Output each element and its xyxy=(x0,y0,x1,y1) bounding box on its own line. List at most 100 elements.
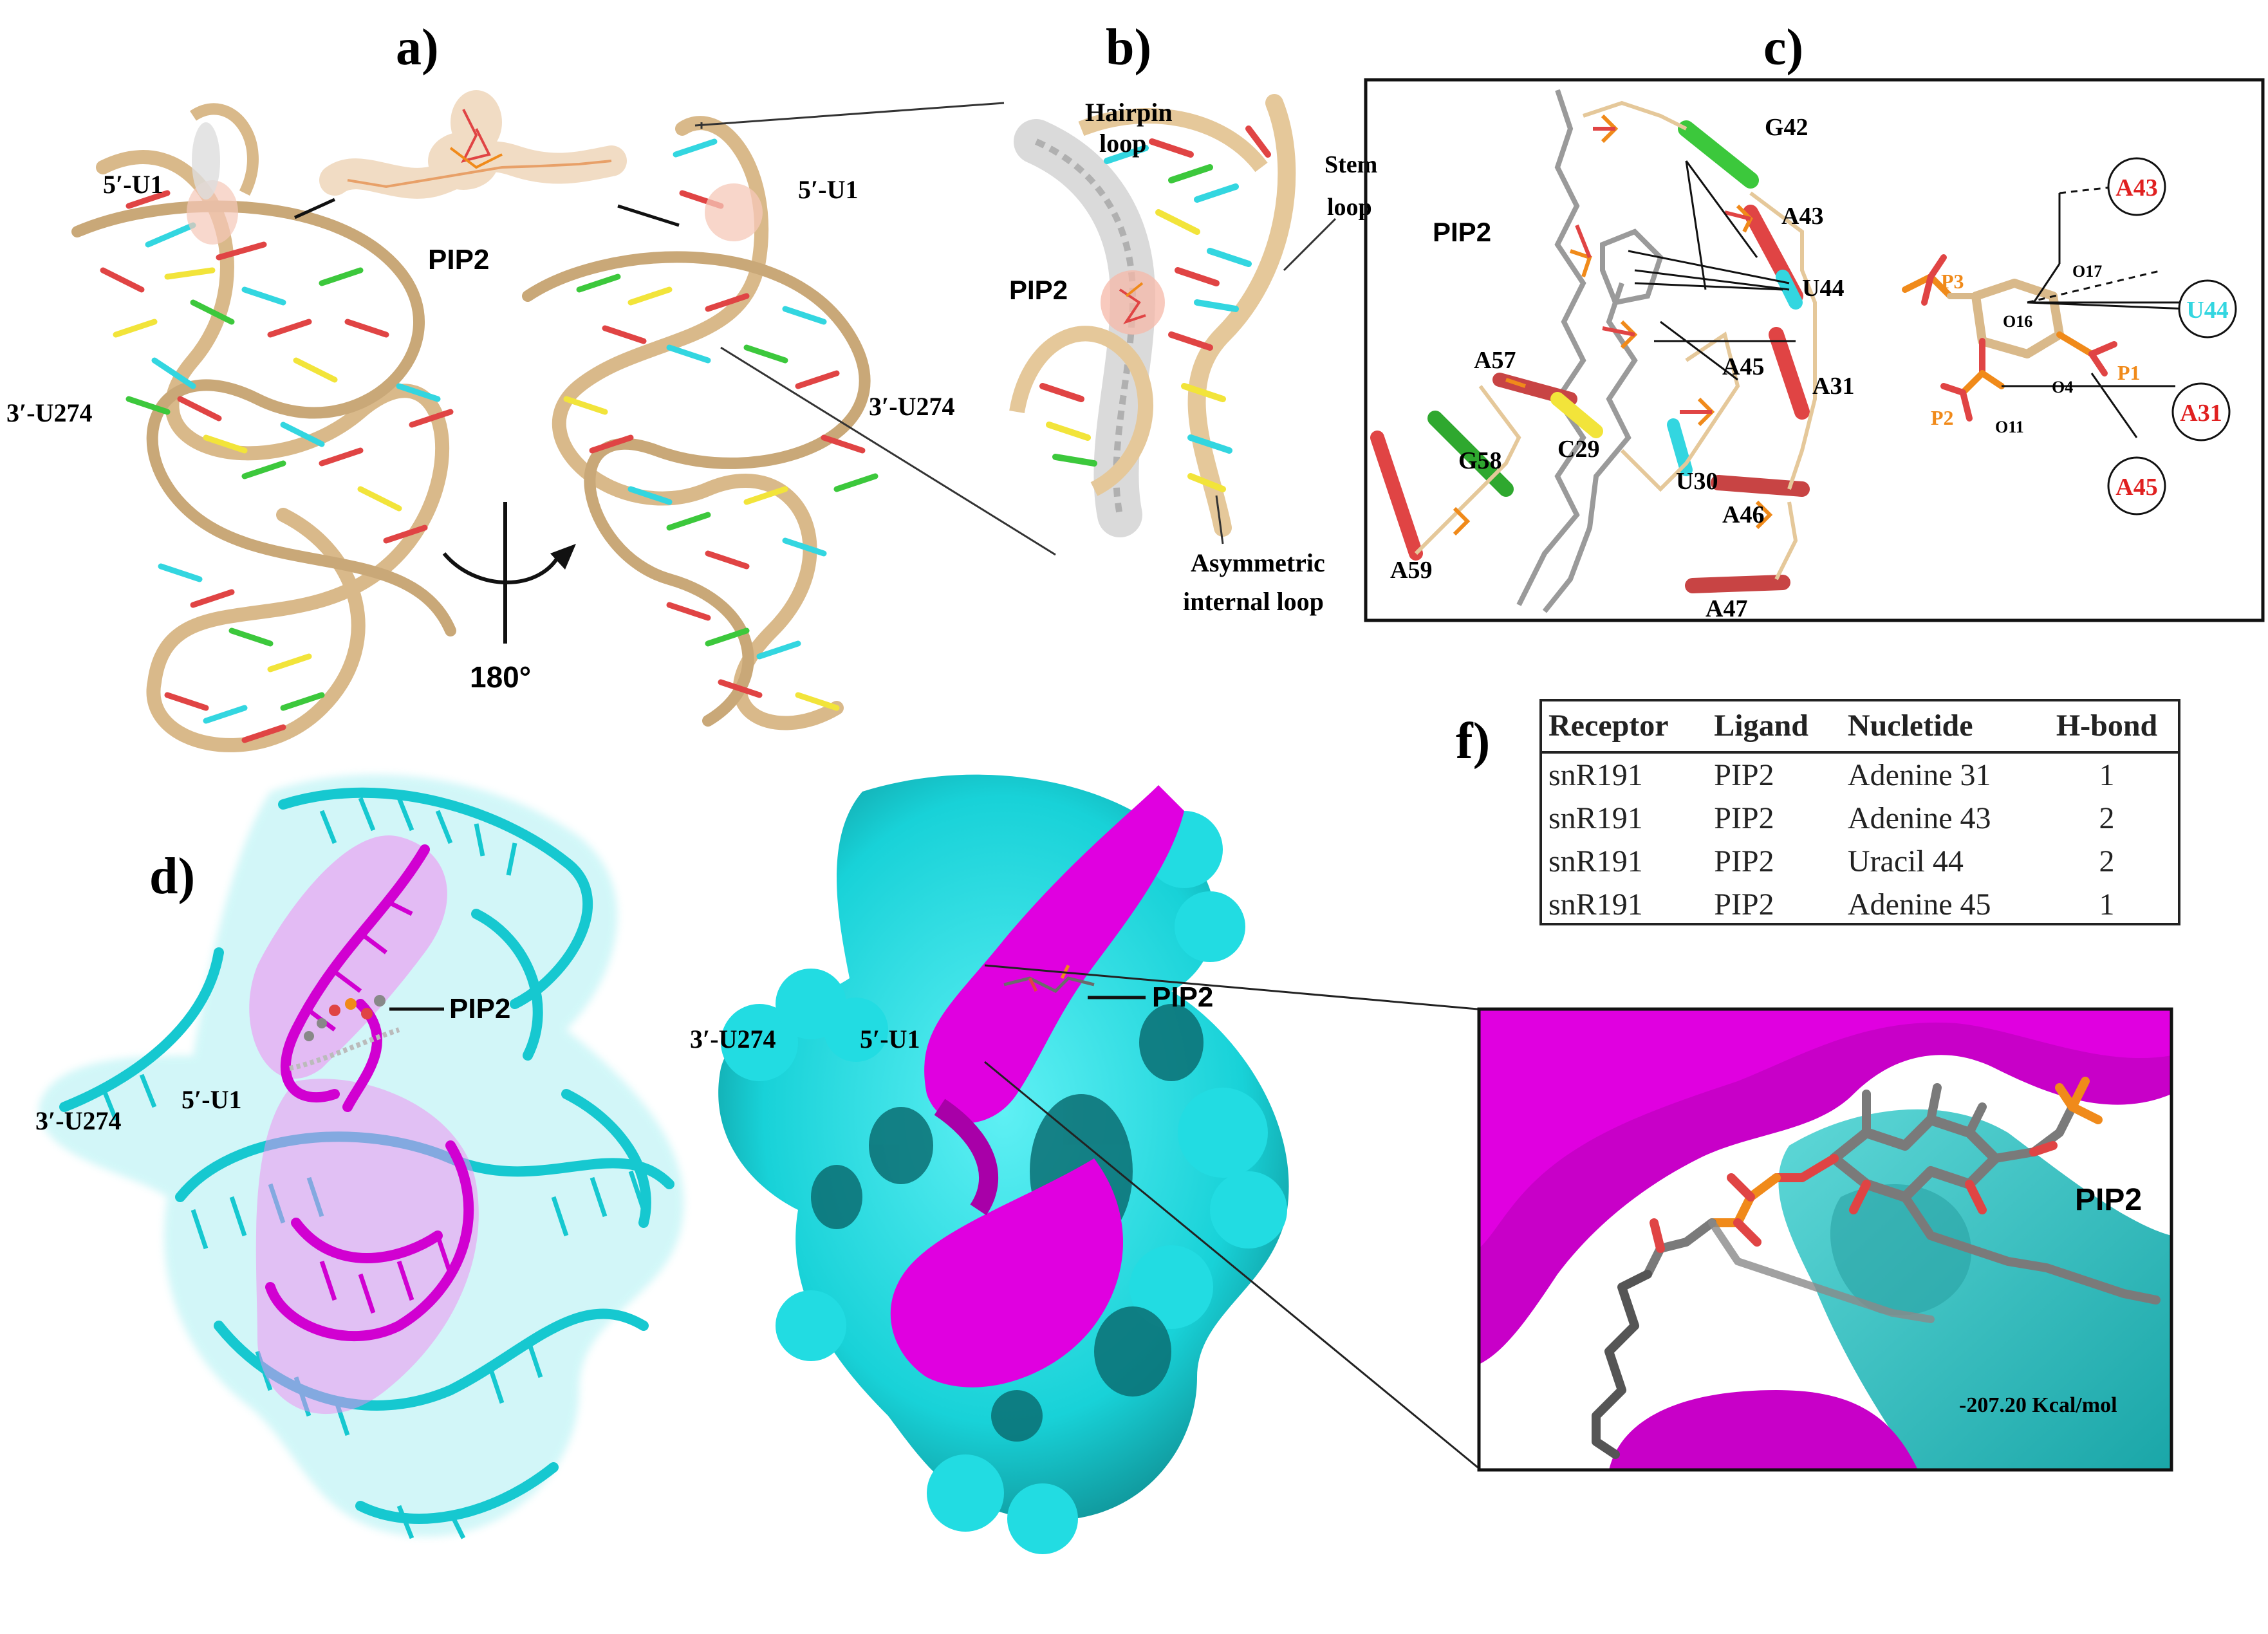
cell-nucleotide: Uracil 44 xyxy=(1847,844,1964,878)
h-bond-table-grid: Receptor Ligand Nucletide H-bond snR191 … xyxy=(1542,701,2178,926)
col-header-hbond: H-bond xyxy=(2036,701,2178,754)
zoom-line-top xyxy=(694,102,1005,127)
panel-b-letter: b) xyxy=(1106,19,1151,76)
label-5prime-right: 5′-U1 xyxy=(798,175,858,204)
residue-circle-a45 xyxy=(2107,456,2166,515)
cell-hbond: 2 xyxy=(2099,801,2115,835)
panel-a: PIP2 5′-U1 3′-U274 180° xyxy=(6,90,1056,752)
table-row: snR191 PIP2 Adenine 45 1 xyxy=(1542,883,2178,926)
label-5prime-e: 5′-U1 xyxy=(860,1025,920,1054)
pip2-headgroup-b xyxy=(1101,270,1165,335)
label-180deg: 180° xyxy=(470,660,531,694)
scheme-label-u44: U44 xyxy=(2186,297,2228,324)
cell-hbond: 1 xyxy=(2099,887,2115,922)
rna-structure-left xyxy=(71,103,456,752)
cell-receptor: snR191 xyxy=(1548,758,1643,792)
stem-loop-pointer xyxy=(1283,218,1337,272)
panel-c-letter: c) xyxy=(1763,19,1803,76)
table-row: snR191 PIP2 Adenine 43 2 xyxy=(1542,797,2178,840)
label-pip2-c: PIP2 xyxy=(1433,217,1491,247)
pip2-free-molecule xyxy=(319,90,627,199)
h-bond-table: Receptor Ligand Nucletide H-bond snR191 … xyxy=(1539,699,2180,925)
scheme-label-o11: O11 xyxy=(1995,418,2024,436)
cell-nucleotide: Adenine 45 xyxy=(1847,887,1991,922)
label-stem-1: Stem xyxy=(1325,151,1377,178)
label-3prime-e: 3′-U274 xyxy=(690,1025,776,1054)
residue-circle-u44 xyxy=(2178,279,2237,339)
scheme-label-p3: P3 xyxy=(1941,270,1964,293)
label-binding-energy: -207.20 Kcal/mol xyxy=(1959,1393,2117,1417)
cell-ligand: PIP2 xyxy=(1714,844,1774,878)
label-hairpin-1: Hairpin xyxy=(1085,98,1173,127)
col-header-receptor: Receptor xyxy=(1542,701,1708,754)
residue-circle-a43 xyxy=(2107,157,2166,216)
label-c29: C29 xyxy=(1557,436,1599,463)
label-3prime-d: 3′-U274 xyxy=(35,1106,121,1135)
label-pip2-b: PIP2 xyxy=(1009,275,1068,305)
label-a31: A31 xyxy=(1812,373,1854,400)
label-a46: A46 xyxy=(1722,501,1764,528)
rotation-arrow: 180° xyxy=(442,502,576,694)
a31-base xyxy=(1769,327,1810,420)
g42-base xyxy=(1678,120,1759,189)
cell-ligand: PIP2 xyxy=(1714,887,1774,922)
scheme-label-o4: O4 xyxy=(2052,378,2073,396)
c29-base xyxy=(1550,392,1603,438)
rna-structure-right xyxy=(522,116,878,730)
panel-b: Hairpin loop Stem loop PIP2 Asymmetric i… xyxy=(1009,94,1377,616)
label-u44: U44 xyxy=(1802,275,1844,302)
zoom-line-bottom xyxy=(720,346,1056,556)
base-sticks-b xyxy=(1039,125,1271,492)
pip2-stick-inset xyxy=(1592,1077,2161,1459)
u30-base xyxy=(1667,418,1693,476)
magenta-surface-top xyxy=(924,785,1184,1123)
a59-base xyxy=(1370,431,1423,561)
label-a45: A45 xyxy=(1722,353,1764,380)
pip2-ball-stick-d xyxy=(289,995,400,1071)
scheme-label-a45: A45 xyxy=(2115,474,2157,501)
scheme-label-p2: P2 xyxy=(1931,406,1954,429)
label-internal-loop: internal loop xyxy=(1183,587,1324,616)
pip2-pointer-right xyxy=(617,204,680,227)
scheme-label-o17: O17 xyxy=(2072,262,2102,281)
label-a59: A59 xyxy=(1390,557,1432,584)
table-row: snR191 PIP2 Uracil 44 2 xyxy=(1542,840,2178,883)
col-header-nucleotide: Nucletide xyxy=(1841,701,2036,754)
zoom-inset: PIP2 -207.20 Kcal/mol xyxy=(1477,1007,2173,1472)
scheme-label-a43: A43 xyxy=(2115,174,2157,201)
label-5prime-left: 5′-U1 xyxy=(103,170,163,199)
table-row: snR191 PIP2 Adenine 31 1 xyxy=(1542,752,2178,797)
label-asymmetric: Asymmetric xyxy=(1191,548,1325,577)
residue-circle-a31 xyxy=(2171,382,2231,441)
table-header-row: Receptor Ligand Nucletide H-bond xyxy=(1542,701,2178,754)
label-a43: A43 xyxy=(1781,203,1823,230)
label-g58: G58 xyxy=(1458,447,1502,474)
label-pip2-e: PIP2 xyxy=(1152,981,1213,1013)
zoom-line-inset-bottom xyxy=(984,1061,1478,1469)
inset-frame xyxy=(1477,1007,2173,1472)
cell-hbond: 1 xyxy=(2099,758,2115,792)
scheme-label-o16: O16 xyxy=(2003,312,2032,331)
cell-receptor: snR191 xyxy=(1548,801,1643,835)
label-a57: A57 xyxy=(1474,347,1516,374)
asym-loop-pointer xyxy=(1215,495,1224,544)
a47-base xyxy=(1685,575,1790,593)
panel-d-letter: d) xyxy=(149,848,195,905)
cell-nucleotide: Adenine 31 xyxy=(1847,758,1991,792)
panel-c-frame xyxy=(1364,78,2265,622)
label-pip2-a: PIP2 xyxy=(428,244,489,275)
cell-ligand: PIP2 xyxy=(1714,758,1774,792)
col-header-ligand: Ligand xyxy=(1707,701,1841,754)
cell-hbond: 2 xyxy=(2099,844,2115,878)
panel-c: PIP2 G42 A43 U44 A57 A45 A31 G58 C29 U30… xyxy=(1364,78,2265,622)
cell-receptor: snR191 xyxy=(1548,844,1643,878)
label-u30: U30 xyxy=(1676,468,1718,495)
scheme-label-a31: A31 xyxy=(2180,400,2222,427)
panel-a-letter: a) xyxy=(396,19,439,76)
cell-nucleotide: Adenine 43 xyxy=(1847,801,1991,835)
label-3prime-right: 3′-U274 xyxy=(869,392,954,421)
base-sticks-left xyxy=(100,190,454,743)
label-pip2-inset: PIP2 xyxy=(2075,1183,2142,1217)
label-3prime-left: 3′-U274 xyxy=(6,398,92,427)
